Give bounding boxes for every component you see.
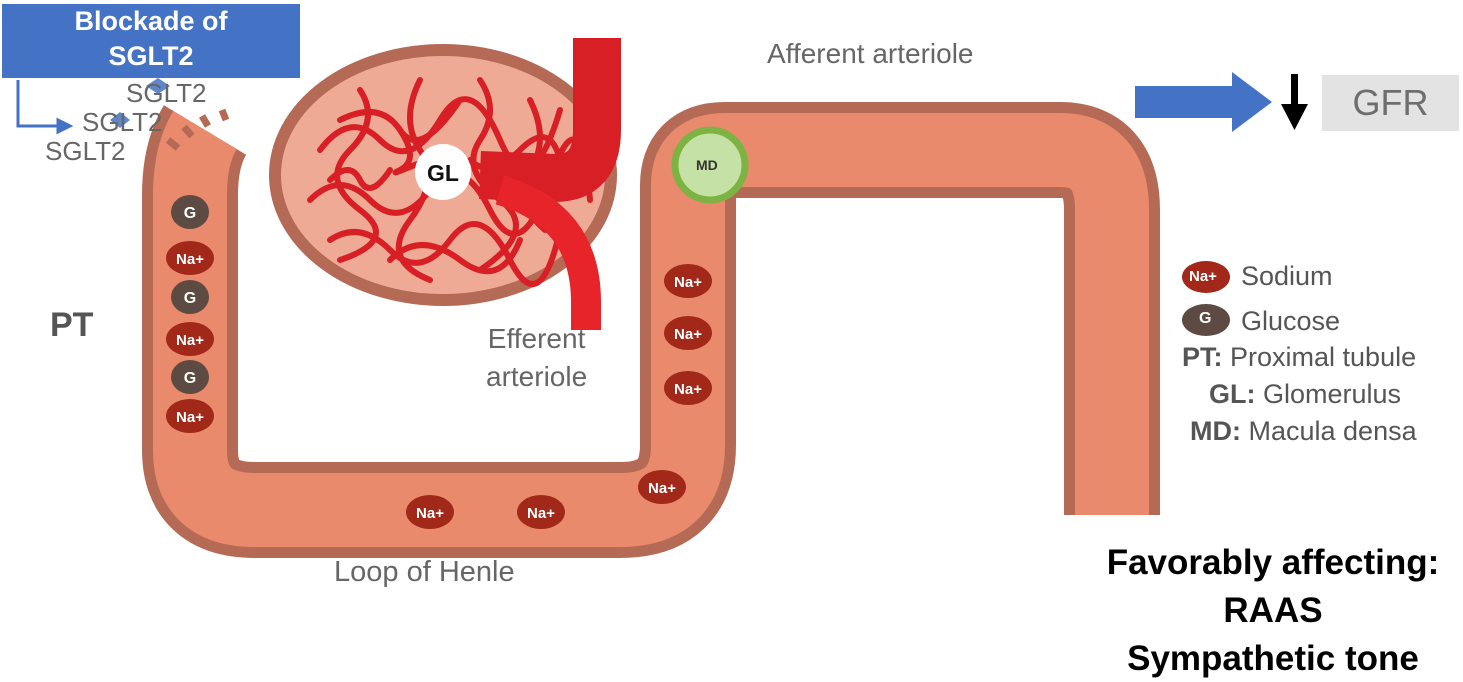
legend-gl-text: Glomerulus	[1263, 379, 1401, 409]
legend-glucose-marker: G	[1199, 310, 1211, 328]
macula-densa-marker: MD	[696, 157, 718, 173]
legend-gl-key: GL:	[1209, 379, 1256, 409]
sodium-particle-label: Na+	[674, 381, 702, 398]
efferent-arteriole-label: Efferent arteriole	[486, 320, 587, 396]
pt-label: PT	[50, 306, 93, 345]
loop-of-henle-label: Loop of Henle	[334, 556, 515, 589]
legend-sodium-marker: Na+	[1189, 268, 1217, 285]
legend-pt: PT: Proximal tubule	[1182, 342, 1416, 373]
glucose-particle: G	[171, 280, 209, 314]
effects-item: Sympathetic tone	[1083, 639, 1463, 679]
legend-glucose: Glucose	[1241, 306, 1340, 337]
efferent-line1: Efferent	[486, 320, 587, 358]
legend-pt-key: PT:	[1182, 342, 1223, 372]
blockade-line2: SGLT2	[2, 39, 300, 74]
sodium-particle: Na+	[166, 241, 214, 275]
effects-item: RAAS	[1083, 591, 1463, 631]
glucose-particle-label: G	[184, 290, 196, 307]
blockade-label: Blockade of SGLT2	[2, 4, 300, 78]
sodium-particle: Na+	[638, 470, 686, 504]
gfr-blue-arrow	[1135, 72, 1272, 132]
blockade-connector	[18, 80, 70, 132]
glomerulus-marker: GL	[427, 160, 459, 187]
legend-pt-text: Proximal tubule	[1230, 342, 1416, 372]
glucose-particle: G	[171, 360, 209, 394]
sodium-particle-label: Na+	[674, 274, 702, 291]
sodium-particle-label: Na+	[527, 505, 555, 522]
effects-heading: Favorably affecting:	[1083, 543, 1463, 583]
sodium-particle: Na+	[166, 322, 214, 356]
sglt2-label: SGLT2	[82, 107, 162, 138]
legend-sodium: Sodium	[1241, 261, 1333, 292]
sglt2-label: SGLT2	[126, 78, 206, 109]
sodium-particle: Na+	[664, 316, 712, 350]
sodium-particle-label: Na+	[176, 409, 204, 426]
glucose-particle: G	[171, 195, 209, 229]
glucose-particle-label: G	[184, 205, 196, 222]
sodium-particle-label: Na+	[176, 332, 204, 349]
legend-md: MD: Macula densa	[1190, 416, 1417, 447]
legend-gl: GL: Glomerulus	[1209, 379, 1401, 410]
sodium-particle-label: Na+	[674, 326, 702, 343]
sodium-particle-label: Na+	[416, 505, 444, 522]
sodium-particle: Na+	[664, 371, 712, 405]
sglt2-label: SGLT2	[45, 136, 125, 167]
blockade-line1: Blockade of	[2, 4, 300, 39]
glucose-particle-label: G	[184, 370, 196, 387]
legend-md-key: MD:	[1190, 416, 1241, 446]
gfr-label: GFR	[1322, 75, 1459, 131]
afferent-arteriole-label: Afferent arteriole	[767, 38, 974, 70]
down-arrow-icon	[1281, 74, 1308, 130]
sodium-particle: Na+	[166, 399, 214, 433]
sodium-particle: Na+	[517, 495, 565, 529]
efferent-line2: arteriole	[486, 358, 587, 396]
sodium-particle-label: Na+	[176, 251, 204, 268]
legend-md-text: Macula densa	[1249, 416, 1417, 446]
sodium-particle: Na+	[664, 264, 712, 298]
sodium-particle: Na+	[406, 495, 454, 529]
sodium-particle-label: Na+	[648, 480, 676, 497]
